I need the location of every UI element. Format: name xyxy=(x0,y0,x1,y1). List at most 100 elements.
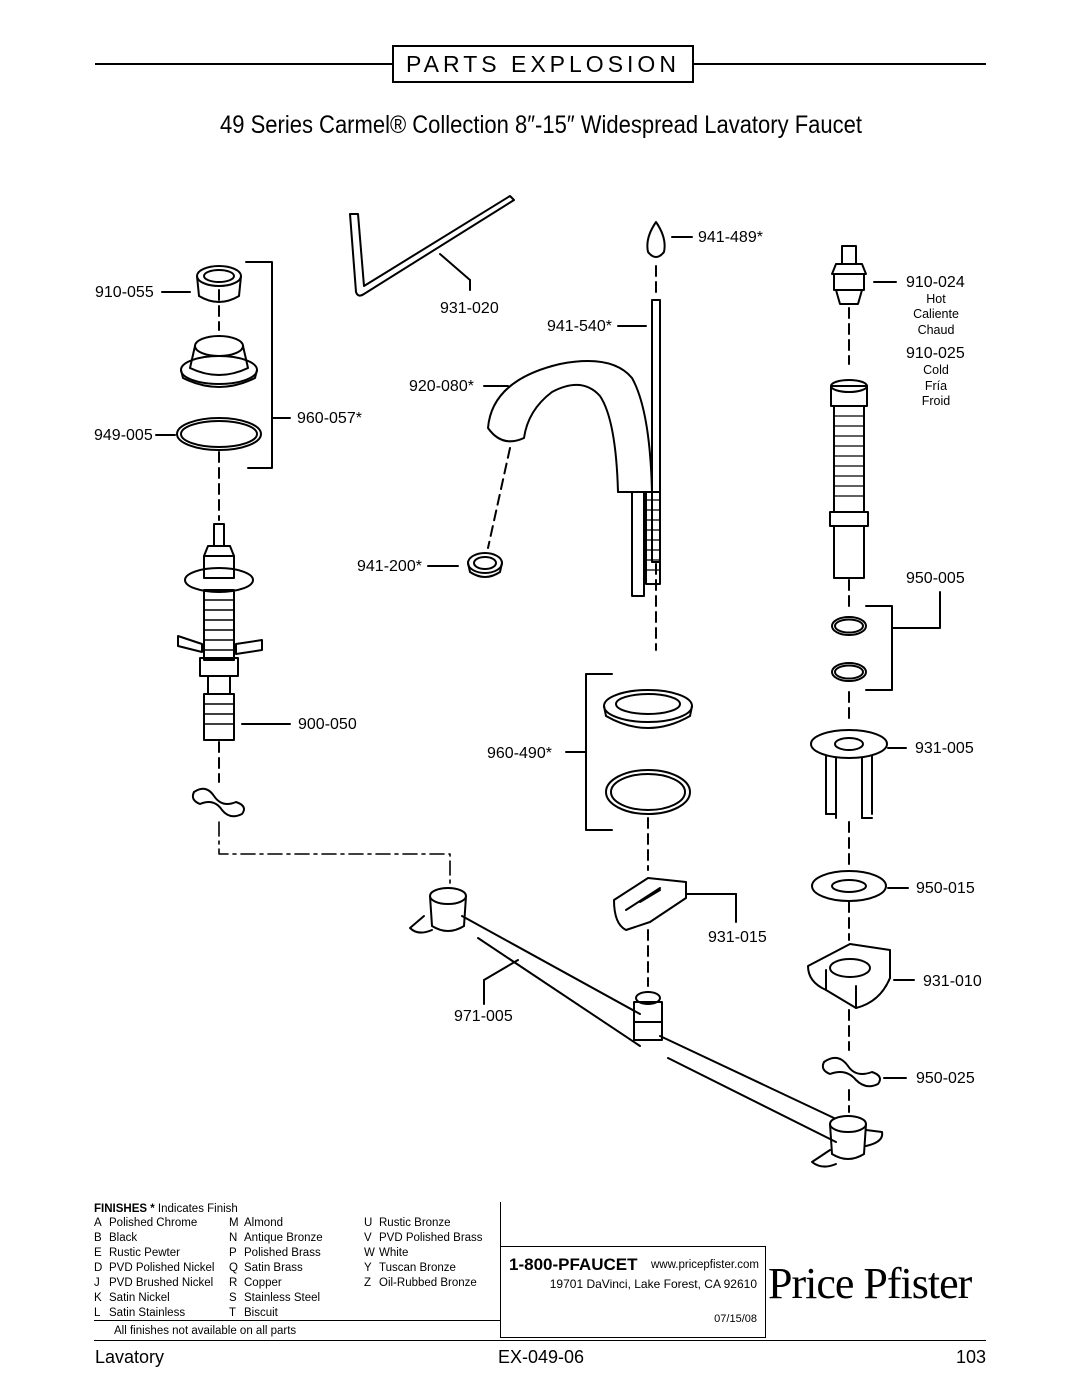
finish-name: PVD Polished Nickel xyxy=(109,1262,215,1274)
finishes-heading-note: Indicates Finish xyxy=(157,1203,238,1215)
finish-name: Tuscan Bronze xyxy=(379,1262,456,1274)
label-950-015: 950-015 xyxy=(916,880,975,897)
finish-name: Polished Chrome xyxy=(109,1217,198,1229)
cartridge-910-024 xyxy=(831,245,867,305)
bracket-960-490 xyxy=(565,673,613,831)
finishes-legend: FINISHES * Indicates Finish xyxy=(94,1202,238,1217)
label-chaud: Chaud xyxy=(917,323,955,337)
label-950-005: 950-005 xyxy=(906,570,965,587)
finish-code: M xyxy=(229,1217,239,1229)
clip-931-010 xyxy=(807,943,891,1009)
finishes-heading-text: FINISHES * xyxy=(94,1203,155,1215)
finish-code: V xyxy=(364,1232,372,1244)
finish-code: S xyxy=(229,1292,237,1304)
label-fria: Fría xyxy=(924,379,948,393)
finish-name: Satin Stainless xyxy=(109,1307,186,1319)
company-address: 19701 DaVinci, Lake Forest, CA 92610 xyxy=(549,1277,757,1291)
finish-row: P Polished Brass xyxy=(229,1246,323,1261)
label-caliente: Caliente xyxy=(913,307,959,321)
finish-code: E xyxy=(94,1247,102,1259)
label-910-024: 910-024 xyxy=(906,274,965,291)
finish-name: Copper xyxy=(244,1277,282,1289)
finish-name: Black xyxy=(109,1232,138,1244)
mounting-bracket-931-005 xyxy=(810,729,888,819)
label-950-025: 950-025 xyxy=(916,1070,975,1087)
finish-name: Polished Brass xyxy=(244,1247,321,1259)
header-rule-left xyxy=(95,63,393,65)
finish-code: D xyxy=(94,1262,103,1274)
label-949-005: 949-005 xyxy=(94,427,153,444)
finish-name: Rustic Pewter xyxy=(109,1247,180,1259)
finish-code: W xyxy=(364,1247,375,1259)
valve-900-050 xyxy=(177,523,263,741)
label-910-055: 910-055 xyxy=(95,284,154,301)
bracket-960-057 xyxy=(245,261,291,469)
finishes-note: All finishes not available on all parts xyxy=(114,1325,297,1337)
label-971-005: 971-005 xyxy=(454,1008,513,1025)
finish-name: Satin Nickel xyxy=(109,1292,170,1304)
phone-number: 1-800-PFAUCET xyxy=(509,1255,638,1274)
finish-row: E Rustic Pewter xyxy=(94,1246,214,1261)
finish-row: Q Satin Brass xyxy=(229,1261,323,1276)
finish-code: U xyxy=(364,1217,373,1229)
footer-page-number: 103 xyxy=(955,1347,986,1367)
label-931-010: 931-010 xyxy=(923,973,982,990)
tee-and-hose-971-005 xyxy=(409,887,884,1168)
label-931-020: 931-020 xyxy=(440,300,499,317)
finishes-heading: FINISHES * Indicates Finish xyxy=(94,1202,238,1217)
finish-name: Oil-Rubbed Bronze xyxy=(379,1277,477,1289)
label-931-005: 931-005 xyxy=(915,740,974,757)
clip-950-025 xyxy=(821,1056,881,1088)
bracket-950-005 xyxy=(865,591,941,691)
valve-body-right xyxy=(829,379,869,579)
finish-code: K xyxy=(94,1292,102,1304)
escutcheon-960-057 xyxy=(180,335,258,388)
washer-950-015 xyxy=(811,870,887,902)
finish-code: T xyxy=(229,1307,237,1319)
website-link[interactable]: www.pricepfister.com xyxy=(651,1259,760,1271)
finish-name: White xyxy=(379,1247,409,1259)
finish-code: P xyxy=(229,1247,237,1259)
finish-code: Y xyxy=(364,1262,372,1274)
header-rule-right xyxy=(693,63,986,65)
finish-row: D PVD Polished Nickel xyxy=(94,1261,214,1276)
finish-code: Q xyxy=(229,1262,238,1274)
label-froid: Froid xyxy=(921,394,951,408)
finish-code: R xyxy=(229,1277,238,1289)
finish-code: J xyxy=(94,1277,100,1289)
finish-name: Stainless Steel xyxy=(244,1292,321,1304)
label-941-489: 941-489* xyxy=(698,229,763,246)
finish-row: Y Tuscan Bronze xyxy=(364,1261,483,1276)
allen-wrench-931-020 xyxy=(349,195,515,297)
lift-rod-941-540 xyxy=(651,299,661,563)
label-hot: Hot xyxy=(926,292,946,306)
product-title: 49 Series Carmel® Collection 8″-15″ Wide… xyxy=(220,111,862,139)
finish-row: R Copper xyxy=(229,1276,323,1291)
finishes-bottom-rule xyxy=(94,1320,501,1321)
finish-row: W White xyxy=(364,1246,483,1261)
finish-row: N Antique Bronze xyxy=(229,1231,323,1246)
label-960-490: 960-490* xyxy=(487,745,552,762)
header-title-box: PARTS EXPLOSION xyxy=(392,45,694,83)
finish-name: Biscuit xyxy=(244,1307,278,1319)
finish-name: Satin Brass xyxy=(244,1262,303,1274)
gasket-949-005 xyxy=(176,417,262,451)
locknut-910-055 xyxy=(196,265,242,303)
label-931-015: 931-015 xyxy=(708,929,767,946)
footer-category: Lavatory xyxy=(95,1347,165,1367)
finish-code: N xyxy=(229,1232,238,1244)
clip-931-015 xyxy=(613,877,687,931)
escutcheon-960-490 xyxy=(603,689,693,815)
finish-row: S Stainless Steel xyxy=(229,1291,323,1306)
finish-name: Antique Bronze xyxy=(244,1232,323,1244)
finish-row: K Satin Nickel xyxy=(94,1291,214,1306)
